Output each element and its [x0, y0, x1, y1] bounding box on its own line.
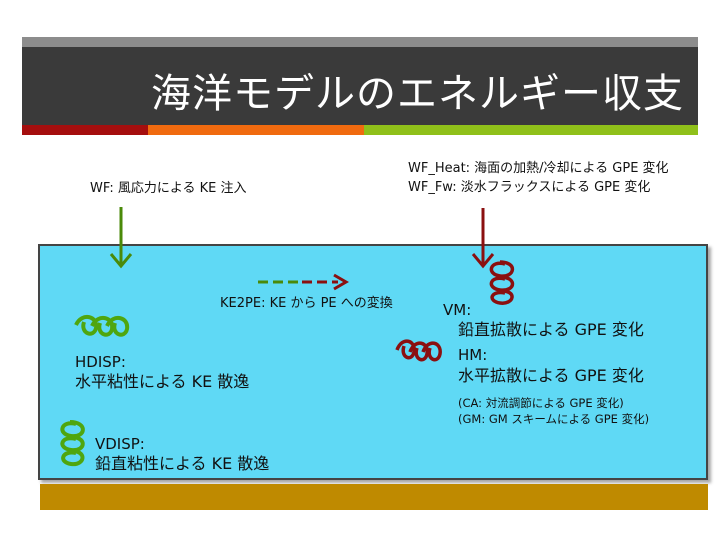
title-top-bar — [22, 37, 698, 47]
seafloor — [40, 484, 708, 510]
stripe-green — [364, 125, 698, 135]
wf-arrow — [109, 207, 133, 269]
vdisp-desc: 鉛直粘性による KE 散逸 — [95, 454, 270, 473]
vm-title: VM: — [443, 301, 472, 319]
stripe-orange — [148, 125, 364, 135]
wf-heat-label: WF_Heat: 海面の加熱/冷却による GPE 変化 — [408, 161, 669, 176]
wf-heat-arrow — [471, 208, 495, 269]
ke2pe-label: KE2PE: KE から PE への変換 — [220, 296, 393, 311]
vdisp-title: VDISP: — [95, 435, 145, 453]
wf-fw-label: WF_Fw: 淡水フラックスによる GPE 変化 — [408, 180, 651, 195]
title-bar: 海洋モデルのエネルギー収支 — [22, 47, 698, 125]
gm-label: (GM: GM スキームによる GPE 変化) — [458, 412, 650, 426]
ke2pe-arrow — [258, 273, 349, 291]
hm-desc: 水平拡散による GPE 変化 — [458, 366, 644, 385]
hm-eddy-icon — [395, 339, 442, 362]
hm-title: HM: — [458, 346, 488, 364]
hdisp-desc: 水平粘性による KE 散逸 — [75, 372, 250, 391]
hdisp-eddy-icon — [74, 315, 130, 337]
hdisp-title: HDISP: — [75, 353, 126, 371]
vm-desc: 鉛直拡散による GPE 変化 — [458, 320, 644, 339]
slide-title: 海洋モデルのエネルギー収支 — [151, 71, 684, 117]
wf-label: WF: 風応力による KE 注入 — [90, 181, 247, 196]
ca-label: (CA: 対流調節による GPE 変化) — [458, 396, 624, 410]
ocean-box — [38, 244, 708, 480]
vdisp-eddy-icon — [60, 420, 85, 467]
stripe-red — [22, 125, 148, 135]
vm-eddy-icon — [489, 260, 515, 305]
